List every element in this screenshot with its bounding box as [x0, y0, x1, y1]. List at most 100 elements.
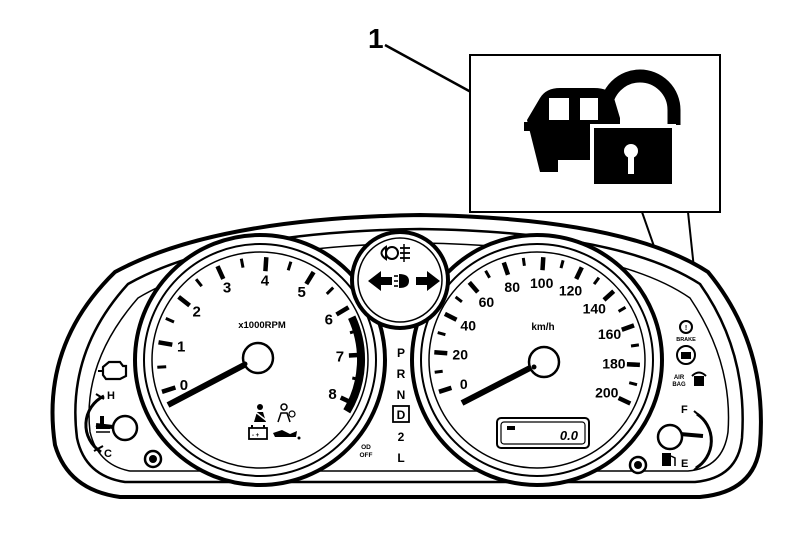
speedometer-minor-tick	[592, 276, 601, 286]
temperature-gauge: H C	[84, 390, 139, 460]
tachometer-major-tick	[177, 295, 191, 308]
turn-signal-left-icon	[368, 271, 392, 291]
temp-cold-label: C	[104, 448, 112, 460]
tachometer-major-tick	[263, 257, 269, 272]
od-off-line1: OD	[361, 444, 371, 451]
tachometer-number: 7	[336, 348, 344, 365]
tachometer-minor-tick	[325, 286, 335, 295]
fuel-hub	[656, 423, 684, 451]
brake-label: BRAKE	[676, 337, 696, 343]
left-reset-knob	[143, 449, 163, 469]
tachometer-number: 0	[180, 377, 188, 394]
fuel-full-label: F	[681, 404, 688, 416]
speedometer-major-tick	[617, 395, 632, 406]
headlight-icon	[394, 274, 409, 288]
oil-pressure-icon	[273, 430, 301, 440]
speedometer-major-tick	[438, 385, 453, 394]
speedometer-number: 180	[602, 356, 626, 372]
speedometer-number: 100	[530, 275, 554, 291]
speedometer-unit-label: km/h	[531, 322, 554, 333]
airbag-label-line2: BAG	[672, 382, 686, 388]
od-off-line2: OFF	[360, 452, 373, 459]
tachometer-minor-tick	[165, 317, 175, 324]
gear-p: P	[397, 346, 405, 360]
speedometer-ticks	[434, 257, 641, 406]
speedometer-major-tick	[443, 311, 458, 322]
tachometer-number: 6	[325, 312, 333, 329]
tachometer-needle	[166, 360, 250, 408]
tachometer-minor-tick	[239, 258, 245, 268]
top-indicator-panel	[350, 230, 450, 330]
speedometer-number: 40	[460, 318, 476, 334]
fuel-empty-label: E	[681, 458, 688, 470]
speedometer-needle	[460, 365, 532, 406]
speedometer-number: 60	[479, 294, 495, 310]
tachometer-major-tick	[304, 270, 316, 286]
temperature-hub	[111, 414, 139, 442]
fuel-gauge: F E	[656, 404, 713, 471]
fuel-needle	[679, 432, 704, 438]
speedometer-major-tick	[626, 361, 641, 368]
svg-text:- +: - +	[252, 433, 260, 439]
gear-d: D	[397, 408, 406, 422]
tachometer-major-tick	[215, 265, 226, 280]
svg-text:!: !	[685, 325, 687, 332]
speedometer-minor-tick	[484, 270, 491, 279]
brake-warning-icon: ! BRAKE	[676, 320, 696, 343]
speedometer-number: 120	[559, 283, 583, 299]
tachometer-major-tick	[335, 305, 350, 317]
speedometer-number: 80	[504, 279, 520, 295]
gear-2: 2	[398, 430, 405, 444]
speedometer-minor-tick	[630, 343, 640, 348]
od-off-indicator: OD OFF	[360, 444, 373, 459]
tachometer-minor-tick	[157, 365, 167, 369]
turn-signal-right-icon	[416, 271, 440, 291]
speedometer-minor-tick	[434, 369, 443, 374]
seatbelt-icon	[252, 404, 268, 422]
gear-n: N	[397, 388, 406, 402]
odometer-display: 0.0	[496, 417, 590, 449]
speedometer-minor-tick	[454, 295, 463, 303]
tachometer-hub	[241, 341, 275, 375]
tachometer-number: 2	[193, 303, 201, 320]
door-lock-indicator-cluster	[676, 345, 696, 365]
speedometer-minor-tick	[559, 259, 565, 269]
speedometer-major-tick	[540, 257, 546, 271]
tachometer-number: 4	[261, 273, 270, 290]
tachometer-major-tick	[158, 340, 173, 347]
airbag-warning-indicator: AIR BAG	[672, 371, 707, 388]
speedometer-major-tick	[574, 266, 584, 280]
gear-indicator: P R N D 2 L	[392, 346, 410, 465]
airbag-label-line1: AIR	[674, 375, 685, 381]
speedometer-minor-tick	[521, 257, 526, 267]
gear-r: R	[397, 367, 406, 381]
fuel-pump-icon	[662, 453, 676, 466]
speedometer-minor-tick	[617, 306, 627, 313]
tachometer-number: 1	[177, 339, 185, 356]
temp-hot-label: H	[107, 390, 115, 402]
callout-number: 1	[368, 23, 384, 54]
airbag-icon	[277, 403, 296, 423]
speedometer-number: 0	[460, 376, 468, 392]
speedometer-major-tick	[434, 350, 448, 356]
tachometer-unit-label: x1000RPM	[238, 320, 286, 331]
battery-icon: - +	[248, 425, 268, 440]
tachometer-minor-tick	[194, 278, 203, 288]
tachometer-redline	[343, 315, 365, 414]
speedometer-number: 160	[598, 326, 622, 342]
speedometer-major-tick	[501, 261, 511, 276]
door-lock-icon	[524, 69, 681, 188]
tachometer-number: 3	[223, 280, 231, 297]
tachometer-minor-tick	[286, 261, 293, 271]
right-reset-knob	[628, 455, 648, 475]
speedometer-number: 200	[595, 385, 619, 401]
fog-light-icon	[380, 244, 410, 262]
speedometer-minor-tick	[437, 331, 446, 337]
speedometer-major-tick	[602, 289, 616, 302]
speedometer-major-tick	[621, 323, 635, 332]
